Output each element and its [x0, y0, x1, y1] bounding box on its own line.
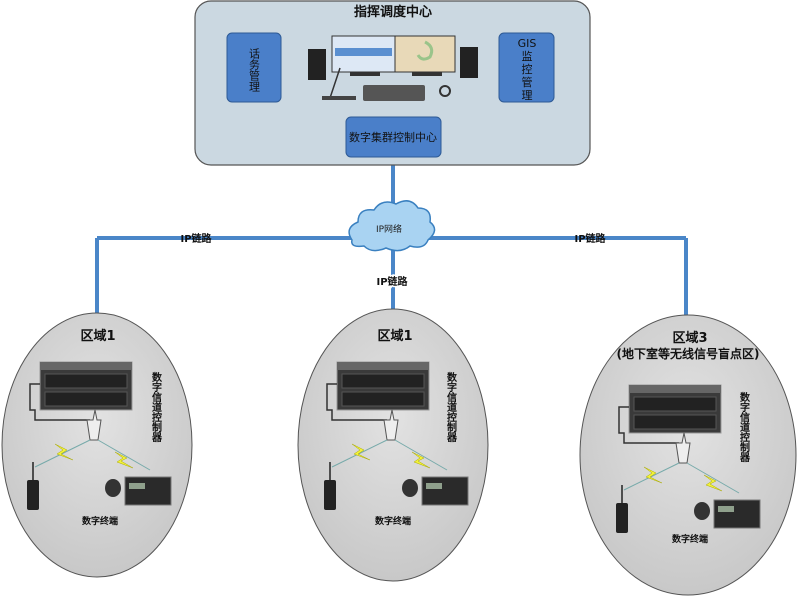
dispatch-workstation-image — [308, 35, 478, 101]
zone-subtitle: (地下室等无线信号盲点区) — [617, 346, 760, 361]
terminal-label: 数字终端 — [672, 533, 708, 545]
gis-label-line: 监 — [522, 50, 533, 63]
gis-management-box[interactable] — [498, 32, 555, 103]
call-management-box[interactable] — [226, 32, 282, 103]
gis-label-line: 管 — [522, 75, 533, 89]
zone-title: 区域3 — [672, 330, 707, 346]
terminal-label: 数字终端 — [82, 515, 118, 527]
trunk-control-center-label: 数字集群控制中心 — [349, 130, 437, 144]
channel-controller-label: 数字信道控制器 — [150, 371, 163, 443]
gis-label-line: 理 — [522, 89, 533, 102]
channel-controller-label: 数字信道控制器 — [738, 391, 751, 463]
command-center-title: 指挥调度中心 — [354, 4, 432, 20]
ip-network-cloud: IP网络 — [348, 200, 436, 252]
ip-link-label-mid: IP链路 — [376, 275, 408, 288]
gis-label-line: 控 — [522, 62, 533, 76]
terminal-label: 数字终端 — [375, 515, 411, 527]
zone-1: 区域1 数字信道控制器 数字终端 — [1, 312, 193, 578]
zone-3: 区域3 (地下室等无线信号盲点区) 数字信道控制器 数字终端 — [579, 314, 797, 596]
ip-link-label-right: IP链路 — [574, 232, 606, 245]
channel-controller-label: 数字信道控制器 — [445, 371, 458, 443]
zone-title: 区域1 — [377, 328, 412, 344]
zone-2: 区域1 数字信道控制器 数字终端 — [297, 308, 489, 582]
trunk-control-center-box[interactable] — [345, 116, 442, 158]
command-center-panel: 指挥调度中心 话务管理 GIS 监 控 管 理 数字集群控制中心 — [194, 0, 591, 166]
zone-title: 区域1 — [80, 328, 115, 344]
gis-label-line: GIS — [518, 37, 537, 50]
cloud-label: IP网络 — [376, 223, 402, 235]
ip-link-label-left: IP链路 — [180, 232, 212, 245]
call-management-label: 话务管理 — [248, 48, 261, 92]
